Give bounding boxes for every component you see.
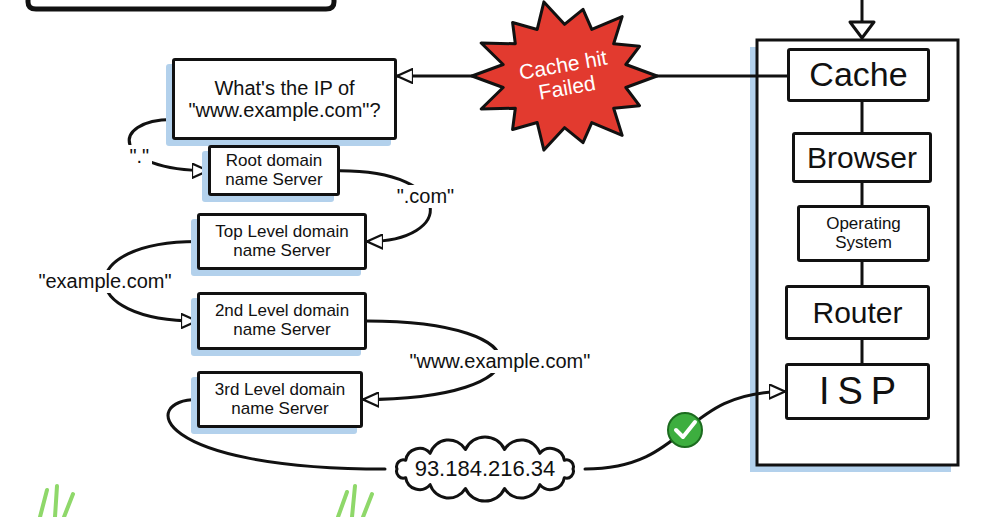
- cache-box: Cache: [787, 48, 930, 102]
- check-mark: [676, 422, 695, 437]
- tld-server-box: Top Level domain name Server: [197, 213, 367, 270]
- root-server-box: Root domain name Server: [208, 145, 340, 196]
- router-box: Router: [785, 285, 930, 340]
- node-text: 2nd Level domain name Server: [208, 302, 356, 339]
- edge-label: ".": [126, 145, 152, 168]
- node-text: What's the IP of "www.example.com"?: [183, 77, 386, 121]
- node-text: 3rd Level domain name Server: [208, 381, 352, 418]
- edge-label: "example.com": [35, 270, 174, 293]
- isp-box: ISP: [785, 363, 930, 420]
- os-box: Operating System: [797, 205, 930, 262]
- node-text: Router: [812, 296, 902, 329]
- cropped-box: [28, 0, 334, 9]
- cloud-shape: [397, 437, 574, 501]
- connector: [657, 75, 787, 78]
- lookup-container: [757, 40, 958, 465]
- node-text: Cache: [809, 56, 907, 93]
- connector: [585, 392, 785, 470]
- alert-burst: Cache hit Failed: [472, 0, 657, 152]
- node-text: 93.184.216.34: [415, 457, 556, 481]
- question-box: What's the IP of "www.example.com"?: [172, 58, 397, 140]
- node-text: Operating System: [808, 215, 919, 252]
- burst-shape: [472, 2, 657, 150]
- connector: [861, 340, 864, 363]
- third-level-server-box: 3rd Level domain name Server: [197, 371, 363, 428]
- node-text: Browser: [807, 141, 917, 174]
- edge-label: "www.example.com": [406, 350, 593, 373]
- edge-label: ".com": [394, 185, 458, 208]
- entry-arrowhead: [850, 22, 874, 38]
- connector: [397, 75, 472, 78]
- check-circle: [668, 413, 702, 447]
- ip-cloud: 93.184.216.34: [385, 438, 585, 500]
- entry-line: [861, 0, 864, 22]
- node-text: Root domain name Server: [219, 152, 329, 189]
- node-text: ISP: [811, 371, 904, 413]
- second-level-server-box: 2nd Level domain name Server: [197, 292, 367, 350]
- connector: [861, 102, 864, 132]
- browser-box: Browser: [792, 132, 932, 183]
- connector: [861, 183, 864, 205]
- connector: [861, 262, 864, 285]
- grass-strokes: [40, 486, 372, 517]
- node-text: Top Level domain name Server: [208, 223, 356, 260]
